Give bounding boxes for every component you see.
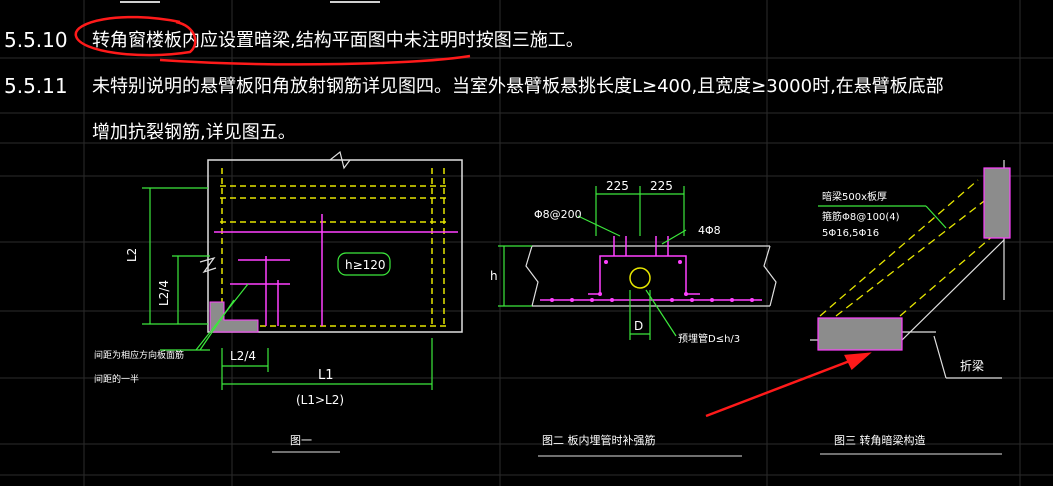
slab-thickness-label: h xyxy=(490,269,498,283)
rebar-dots xyxy=(550,260,754,302)
beam-size-label: 暗梁500x板厚 xyxy=(822,190,887,203)
slab-outline xyxy=(207,159,463,333)
pipe-diameter-label: D xyxy=(634,319,643,333)
figure2-caption: 图二 板内埋管时补强筋 xyxy=(542,433,656,447)
note-text: 未特别说明的悬臂板阳角放射钢筋详见图四。当室外悬臂板悬挑长度L≥400,且宽度≥… xyxy=(92,76,944,97)
figure2[interactable]: 225 225 Φ8@200 4Φ8 h D 预埋管D≤h/3 图二 板内埋管时… xyxy=(490,179,777,457)
embedded-pipe xyxy=(629,267,651,289)
figure1[interactable]: h≥120 L2 L2/4 L2/4 L1 (L1>L2) 间距为相应方向板面筋… xyxy=(94,150,463,453)
figure3-labels: 暗梁500x板厚 箍筋Φ8@100(4) 5Φ16,5Φ16 折梁 xyxy=(822,190,984,373)
rebar-spacing-label: Φ8@200 xyxy=(534,208,582,221)
fold-beam-label: 折梁 xyxy=(960,358,984,373)
corner-rebars xyxy=(214,214,458,326)
thickness-label: h≥120 xyxy=(345,258,386,272)
figure2-labels: 225 225 Φ8@200 4Φ8 h D 预埋管D≤h/3 xyxy=(490,179,740,345)
note-line-2: 间距的一半 xyxy=(94,373,139,385)
note-line-1: 间距为相应方向板面筋 xyxy=(94,349,184,361)
thickness-tag xyxy=(337,252,391,276)
red-underline-markup xyxy=(159,54,471,66)
figure3[interactable]: 暗梁500x板厚 箍筋Φ8@100(4) 5Φ16,5Φ16 折梁 图三 转角暗… xyxy=(810,160,1011,455)
bars-label: 5Φ16,5Φ16 xyxy=(822,228,879,239)
pipe-note-label: 预埋管D≤h/3 xyxy=(678,332,740,345)
l1-gt-l2-label: (L1>L2) xyxy=(296,393,344,407)
note-continuation: 增加抗裂钢筋,详见图五。 xyxy=(92,122,296,143)
figure1-caption: 图一 xyxy=(290,434,312,447)
dimension-lines xyxy=(142,187,433,390)
l2-quarter-horizontal-label: L2/4 xyxy=(230,349,256,363)
l1-label: L1 xyxy=(318,368,334,383)
rebar-count-label: 4Φ8 xyxy=(698,224,721,237)
corner-hidden-beam xyxy=(209,301,259,333)
red-circle-markup xyxy=(74,15,197,57)
vertical-hidden-beam xyxy=(983,167,1011,239)
notes-block: 5.5.10 转角窗楼板内应设置暗梁,结构平面图中未注明时按图三施工。 5.5.… xyxy=(4,28,944,143)
corner-slab-dashes xyxy=(819,179,1003,317)
red-arrow-shaft xyxy=(705,352,869,418)
slab-section xyxy=(525,245,777,307)
horizontal-hidden-beam xyxy=(817,317,903,351)
note-number: 5.5.10 xyxy=(4,28,68,52)
red-markup xyxy=(74,15,872,418)
l2-quarter-vertical-label: L2/4 xyxy=(157,280,171,306)
dimension-lines xyxy=(498,186,687,340)
stirrup-label: 箍筋Φ8@100(4) xyxy=(822,210,900,223)
l2-label: L2 xyxy=(125,248,139,262)
note-number: 5.5.11 xyxy=(4,74,68,98)
break-marks xyxy=(199,150,351,274)
red-arrow-head xyxy=(844,352,872,371)
leader-lines xyxy=(818,205,947,229)
figure1-labels: L2 L2/4 L2/4 L1 (L1>L2) 间距为相应方向板面筋 间距的一半 xyxy=(94,248,344,407)
figure3-caption: 图三 转角暗梁构造 xyxy=(834,433,926,447)
slab-rebar-dashes xyxy=(220,168,448,327)
dim-225-right: 225 xyxy=(650,179,673,193)
note-text: 转角窗楼板内应设置暗梁,结构平面图中未注明时按图三施工。 xyxy=(92,30,584,51)
dim-225-left: 225 xyxy=(606,179,629,193)
